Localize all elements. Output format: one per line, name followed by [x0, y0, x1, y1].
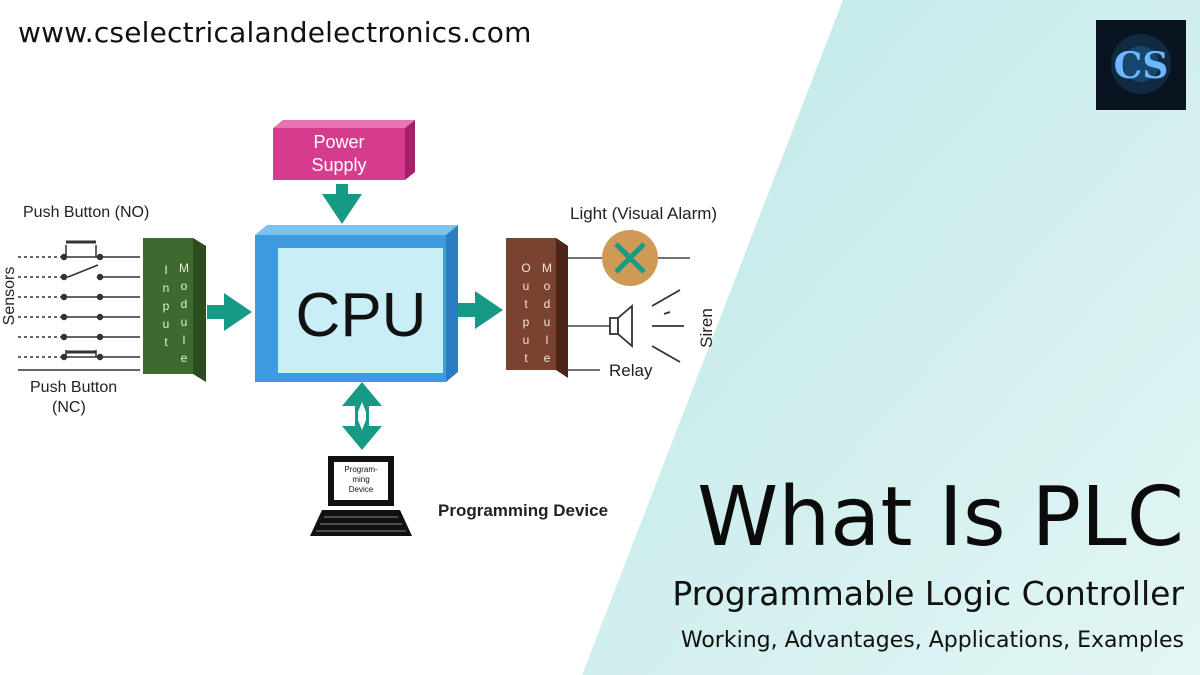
input-letter: t [164, 335, 168, 349]
light-icon [602, 230, 658, 286]
input-letter: n [163, 281, 170, 295]
input-letter: l [183, 333, 186, 347]
logo-letters: CS [1114, 45, 1169, 87]
output-letter: e [544, 351, 551, 365]
input-letter: M [179, 261, 189, 275]
siren-label: Siren [697, 308, 716, 348]
arrow-input-to-cpu [207, 293, 252, 331]
cs-logo: CS [1096, 20, 1186, 110]
cpu-block: CPU [255, 225, 458, 382]
input-letter: o [181, 279, 188, 293]
page-subtitle: Programmable Logic Controller [672, 574, 1184, 613]
output-letter: t [524, 297, 528, 311]
output-letter: o [544, 279, 551, 293]
input-letter: e [181, 351, 188, 365]
input-letter: u [163, 317, 170, 331]
input-letter: I [164, 263, 167, 277]
device-screen-line2: ming [352, 475, 369, 484]
arrow-cpu-to-programming-device [342, 382, 382, 450]
power-supply-line2: Supply [311, 155, 366, 175]
output-wiring [568, 257, 690, 371]
input-letter: u [181, 315, 188, 329]
arrow-cpu-to-output [458, 291, 503, 329]
output-letter: p [523, 315, 530, 329]
output-letter: d [544, 297, 551, 311]
output-letter: M [542, 261, 552, 275]
siren-icon [609, 289, 684, 363]
device-screen-line1: Program- [344, 465, 378, 474]
relay-label: Relay [609, 361, 653, 380]
output-letter: t [524, 351, 528, 365]
output-letter: l [546, 333, 549, 347]
programming-device-icon: Program- ming Device [310, 456, 412, 536]
output-module: O u t p u t M o d u l e [506, 238, 568, 378]
output-letter: u [544, 315, 551, 329]
arrow-power-to-cpu [322, 184, 362, 224]
sensors-label: Sensors [1, 267, 18, 326]
output-letter: u [523, 333, 530, 347]
programming-device-label: Programming Device [438, 501, 608, 520]
push-button-nc-line1: Push Button [30, 379, 117, 396]
input-letter: p [163, 299, 170, 313]
page-title: What Is PLC [697, 470, 1184, 565]
site-url[interactable]: www.cselectricalandelectronics.com [18, 16, 532, 49]
push-button-nc-line2: (NC) [52, 399, 86, 416]
input-letter: d [181, 297, 188, 311]
output-letter: u [523, 279, 530, 293]
power-supply-block: Power Supply [273, 120, 415, 180]
input-wiring [18, 240, 140, 371]
device-screen-line3: Device [349, 485, 374, 494]
teal-diagonal-panel [582, 0, 1200, 675]
output-letter: O [521, 261, 530, 275]
cpu-label: CPU [296, 281, 427, 350]
power-supply-line1: Power [313, 132, 364, 152]
plc-diagram: Power Supply CPU I n p u t M o d u l e [1, 120, 717, 536]
push-button-no-label: Push Button (NO) [23, 204, 149, 221]
light-label: Light (Visual Alarm) [570, 204, 717, 223]
input-module: I n p u t M o d u l e [143, 238, 206, 382]
page-tagline: Working, Advantages, Applications, Examp… [680, 628, 1184, 653]
